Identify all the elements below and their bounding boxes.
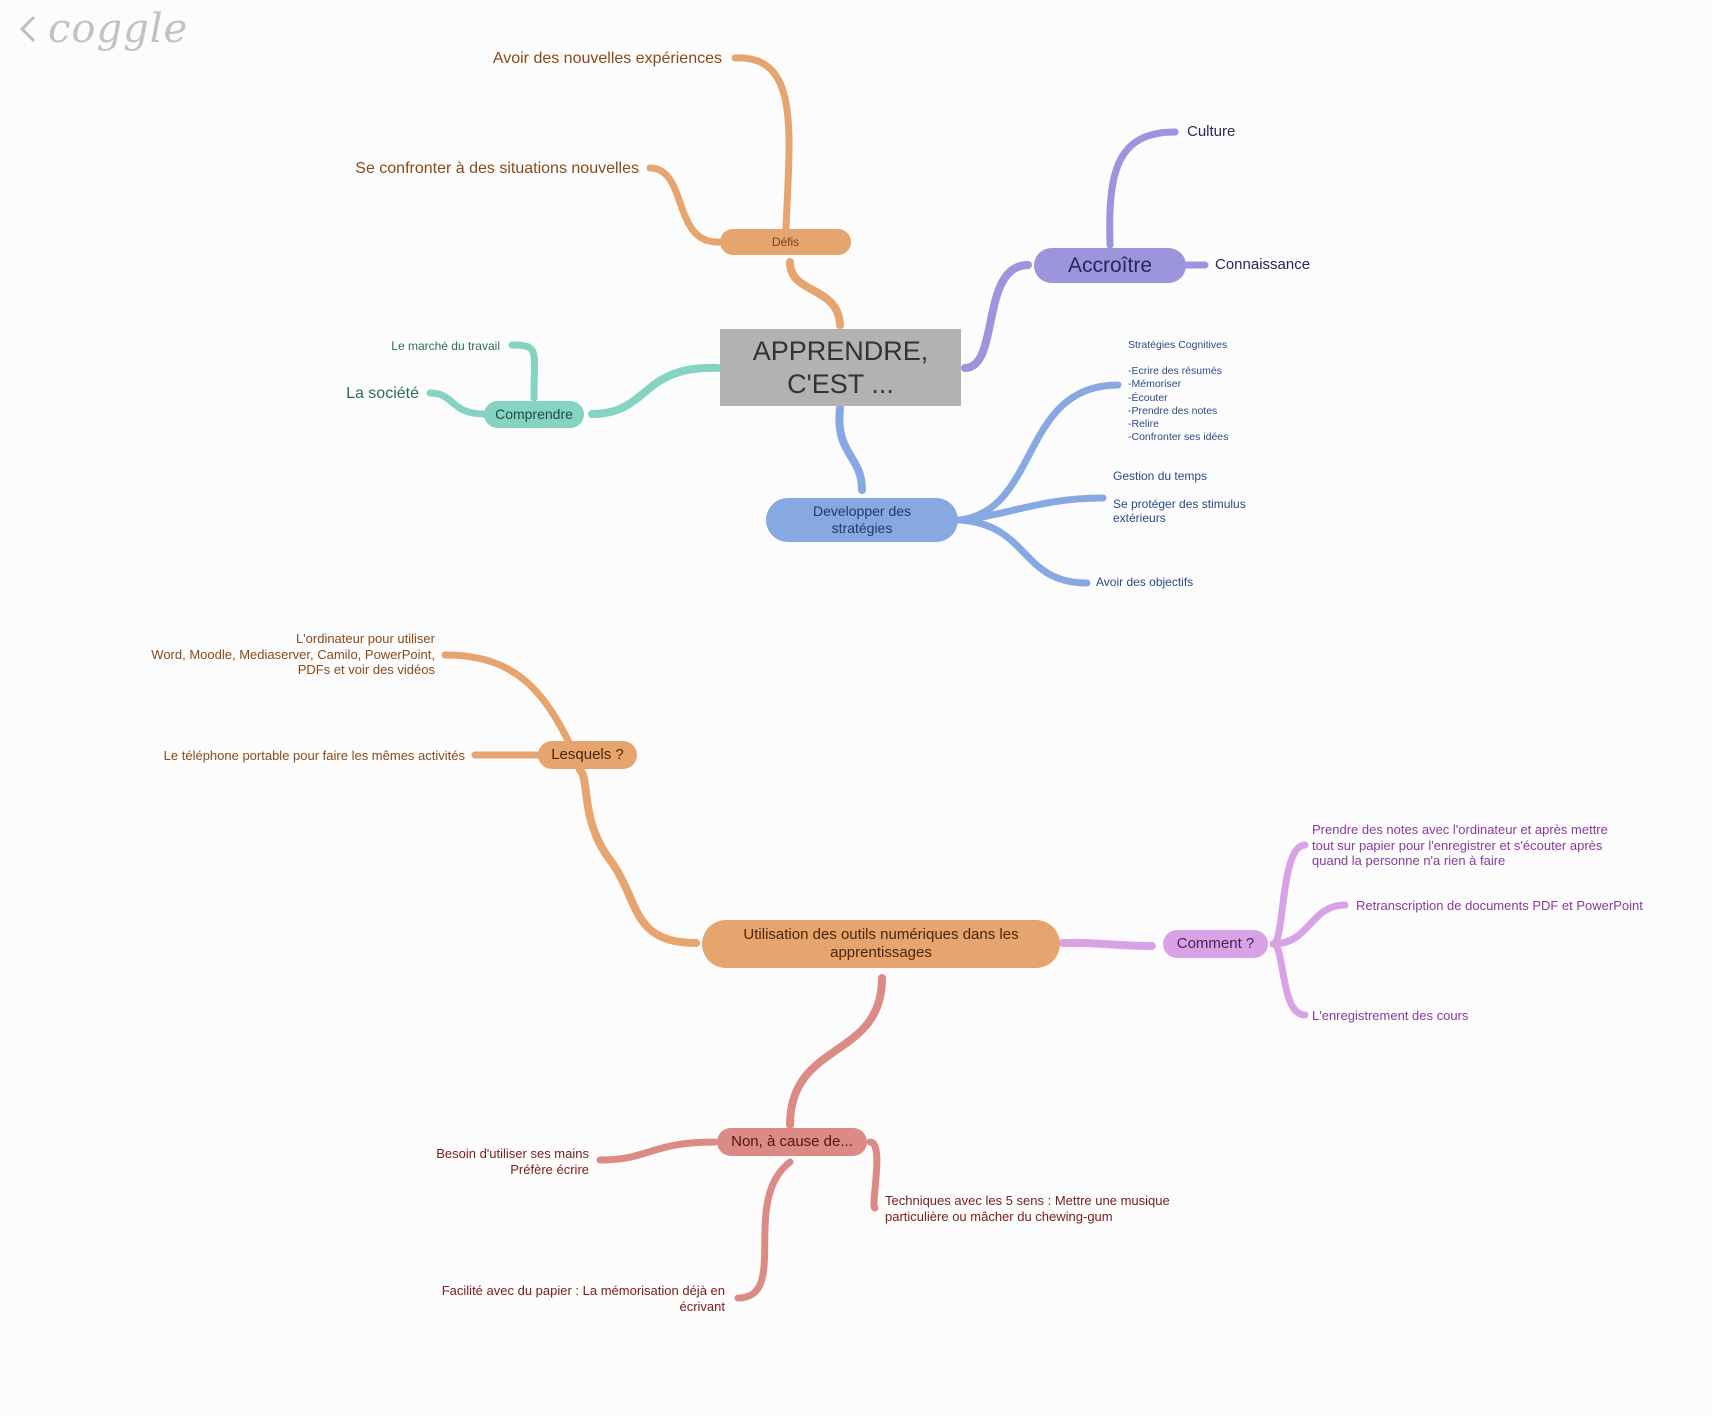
leaf-telephone[interactable]: Le téléphone portable pour faire les mêm…	[163, 748, 465, 763]
branch-strategies-objectifs	[956, 516, 1091, 587]
branch-strategies-temps	[956, 494, 1107, 524]
node-non[interactable]: Non, à cause de...	[717, 1128, 867, 1156]
leaf-retranscription[interactable]: Retranscription de documents PDF et Powe…	[1356, 898, 1643, 913]
node-comment-label: Comment ?	[1176, 935, 1255, 952]
branch-comprendre-marche	[508, 341, 539, 402]
leaf-objectifs[interactable]: Avoir des objectifs	[1096, 575, 1194, 589]
leaf-culture[interactable]: Culture	[1187, 123, 1236, 140]
leaf-experiences[interactable]: Avoir des nouvelles expériences	[492, 50, 722, 67]
leaf-connaissance[interactable]: Connaissance	[1215, 256, 1311, 273]
branch-comprendre-societe	[426, 389, 488, 418]
branch-non-mains	[596, 1138, 719, 1164]
node-utilisation-label: Utilisation des outils numériques dans l…	[743, 926, 1019, 961]
branch-comment-enregistrement	[1269, 940, 1309, 1019]
coggle-logo: coggle	[48, 6, 189, 52]
node-strategies[interactable]: Developper des stratégies	[766, 498, 958, 542]
leaf-marche-travail[interactable]: Le marché du travail	[391, 339, 500, 353]
branch-defis-situations	[646, 164, 724, 246]
branch-center-comment	[1059, 938, 1156, 950]
node-defis-label: Défis	[771, 234, 800, 249]
branch-accroitre-culture	[1106, 128, 1179, 249]
node-accroitre[interactable]: Accroître	[1034, 248, 1186, 283]
chevron-left-icon	[19, 15, 36, 43]
leaf-mains[interactable]: Besoin d'utiliser ses mains Préfère écri…	[436, 1146, 589, 1177]
node-utilisation[interactable]: Utilisation des outils numériques dans l…	[702, 920, 1060, 968]
leaf-prendre-notes[interactable]: Prendre des notes avec l'ordinateur et a…	[1312, 822, 1608, 869]
node-comment[interactable]: Comment ?	[1163, 930, 1268, 958]
branch-defis-experiences	[731, 54, 793, 232]
branch-root-comprendre	[588, 363, 722, 418]
branch-comment-retranscription	[1269, 901, 1349, 948]
leaf-ordinateur[interactable]: L'ordinateur pour utiliser Word, Moodle,…	[151, 631, 435, 678]
leaf-gestion-temps[interactable]: Gestion du temps Se protéger des stimulu…	[1113, 469, 1246, 526]
node-lesquels-label: Lesquels ?	[551, 746, 624, 763]
branch-root-strategies	[835, 404, 866, 494]
root-node[interactable]: APPRENDRE, C'EST ...	[720, 329, 961, 406]
leaf-papier[interactable]: Facilité avec du papier : La mémorisatio…	[441, 1283, 725, 1314]
leaf-techniques[interactable]: Techniques avec les 5 sens : Mettre une …	[885, 1193, 1170, 1224]
branch-comment-notes	[1269, 841, 1309, 948]
branch-root-defis	[786, 258, 844, 329]
branch-center-non	[786, 974, 886, 1129]
branch-center-lesquels	[576, 766, 700, 947]
leaf-situations[interactable]: Se confronter à des situations nouvelles	[355, 160, 639, 177]
leaf-enregistrement[interactable]: L'enregistrement des cours	[1312, 1008, 1469, 1023]
branch-root-accroitre	[961, 261, 1032, 372]
node-accroitre-label: Accroître	[1067, 253, 1153, 277]
node-lesquels[interactable]: Lesquels ?	[538, 741, 637, 769]
node-non-label: Non, à cause de...	[731, 1133, 853, 1150]
branch-lesquels-ordinateur	[441, 651, 579, 759]
node-comprendre[interactable]: Comprendre	[484, 401, 584, 428]
root-label: APPRENDRE, C'EST ...	[752, 336, 929, 399]
leaf-societe[interactable]: La société	[346, 385, 419, 402]
branch-non-papier	[734, 1158, 794, 1302]
branch-non-techniques	[866, 1138, 881, 1212]
node-strategies-label: Developper des stratégies	[812, 503, 912, 536]
node-defis[interactable]: Défis	[720, 229, 851, 255]
back-to-coggle[interactable]: coggle	[18, 6, 188, 52]
branch-strategies-cognitives	[956, 381, 1122, 524]
node-comprendre-label: Comprendre	[495, 406, 573, 423]
leaf-strategies-cognitives[interactable]: Stratégies Cognitives -Ecrire des résumé…	[1128, 339, 1229, 443]
